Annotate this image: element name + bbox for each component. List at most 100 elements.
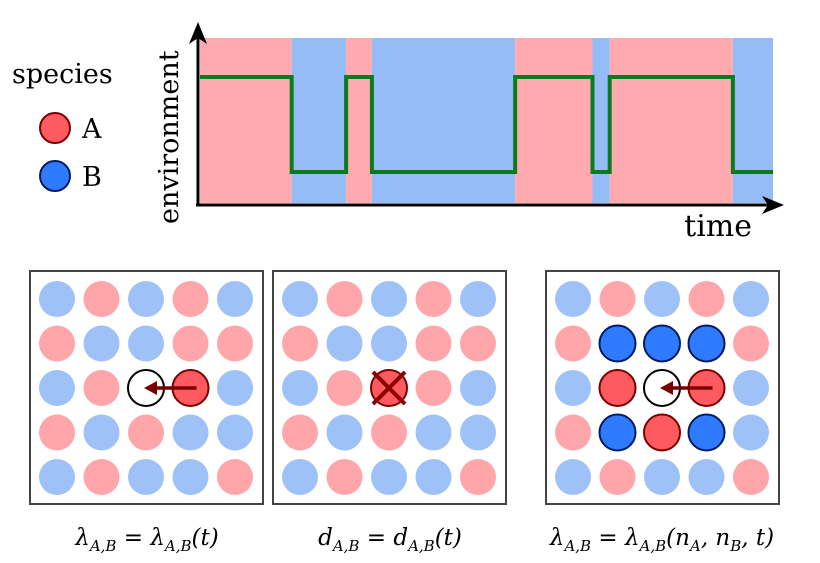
environment-band-a xyxy=(346,38,372,203)
site-b-faint xyxy=(282,281,318,317)
site-a-faint xyxy=(83,459,120,495)
site-b-faint xyxy=(217,414,253,451)
site-a-faint xyxy=(172,325,209,362)
site-a-faint xyxy=(460,325,496,362)
site-b-faint xyxy=(415,414,452,451)
site-b-faint xyxy=(217,281,253,317)
site-a-faint xyxy=(415,325,452,362)
legend-title: species xyxy=(12,59,113,90)
site-a-active xyxy=(643,413,681,452)
environment-trace xyxy=(200,75,773,174)
site-a-active xyxy=(598,369,637,407)
site-a-faint xyxy=(326,459,363,495)
site-b-faint xyxy=(326,414,363,451)
site-b-active xyxy=(598,324,637,363)
site-a-faint xyxy=(415,281,452,317)
site-a-faint xyxy=(83,281,120,317)
site-a-faint xyxy=(555,414,591,451)
site-b-faint xyxy=(282,459,318,495)
lattice-panel-3 xyxy=(545,270,780,505)
site-a-faint xyxy=(128,414,164,451)
panel-3-caption: λA,B = λA,B(nA, nB, t) xyxy=(549,525,774,555)
site-b-faint xyxy=(172,459,209,495)
site-a-faint xyxy=(217,325,253,362)
site-b-faint xyxy=(460,281,496,317)
site-a-faint xyxy=(460,459,496,495)
environment-band-a xyxy=(609,38,733,203)
site-b-faint xyxy=(733,281,769,317)
site-a-faint xyxy=(733,325,769,362)
site-b-faint xyxy=(83,414,120,451)
lattice-panel-2 xyxy=(272,270,507,505)
site-a-faint xyxy=(83,370,120,406)
site-b-faint xyxy=(644,281,680,317)
site-b-faint xyxy=(39,370,75,406)
death-cross-icon xyxy=(371,370,407,406)
x-axis-label: time xyxy=(684,209,752,244)
panel-1-caption: λA,B = λA,B(t) xyxy=(74,525,219,555)
site-b-faint xyxy=(555,281,591,317)
site-a-faint xyxy=(39,414,75,451)
site-b-faint xyxy=(555,370,591,406)
site-b-faint xyxy=(688,459,725,495)
site-a-faint xyxy=(172,281,209,317)
site-b-active xyxy=(687,413,726,452)
site-b-faint xyxy=(326,325,363,362)
legend-b-label: B xyxy=(82,162,102,193)
site-b-faint xyxy=(39,459,75,495)
site-a-faint xyxy=(415,370,452,406)
site-a-faint xyxy=(217,459,253,495)
site-b-faint xyxy=(644,459,680,495)
site-b-faint xyxy=(733,414,769,451)
legend-a-label: A xyxy=(81,114,102,145)
site-b-faint xyxy=(371,325,407,362)
site-a-faint xyxy=(371,414,407,451)
environment-band-a xyxy=(515,38,593,203)
site-b-faint xyxy=(128,459,164,495)
environment-band-b xyxy=(371,38,516,203)
environment-band-b xyxy=(732,38,773,203)
lattice-panel-1 xyxy=(29,270,264,505)
site-a-faint xyxy=(688,281,725,317)
environment-band-b xyxy=(592,38,610,203)
site-b-faint xyxy=(128,325,164,362)
y-axis-arrowhead xyxy=(189,22,207,44)
site-a-faint xyxy=(599,459,636,495)
site-b-faint xyxy=(733,370,769,406)
birth-arrowhead-icon xyxy=(660,381,673,395)
environment-chart: environment time xyxy=(154,22,784,244)
site-b-faint xyxy=(371,281,407,317)
site-a-faint xyxy=(555,325,591,362)
site-b-faint xyxy=(371,459,407,495)
site-b-active xyxy=(643,324,681,363)
site-a-faint xyxy=(39,325,75,362)
site-b-faint xyxy=(555,459,591,495)
site-b-faint xyxy=(282,370,318,406)
legend-b-marker xyxy=(39,160,71,192)
site-b-faint xyxy=(415,459,452,495)
panel-2-caption: dA,B = dA,B(t) xyxy=(318,525,462,555)
lattice-panels xyxy=(29,270,780,505)
site-b-faint xyxy=(39,281,75,317)
environment-band-a xyxy=(200,38,292,203)
birth-arrowhead-icon xyxy=(144,381,157,395)
species-legend: species A B xyxy=(12,59,113,193)
site-b-active xyxy=(687,324,726,363)
site-b-faint xyxy=(217,370,253,406)
x-axis-arrowhead xyxy=(762,196,784,214)
environment-band-b xyxy=(291,38,347,203)
site-a-faint xyxy=(599,281,636,317)
site-b-faint xyxy=(83,325,120,362)
site-b-faint xyxy=(460,414,496,451)
site-a-faint xyxy=(733,459,769,495)
site-b-faint xyxy=(128,281,164,317)
environment-bands xyxy=(200,38,773,203)
site-b-faint xyxy=(172,414,209,451)
legend-a-marker xyxy=(39,112,71,144)
site-a-faint xyxy=(326,370,363,406)
panel-captions: λA,B = λA,B(t) dA,B = dA,B(t) λA,B = λA,… xyxy=(74,525,774,555)
site-b-faint xyxy=(460,370,496,406)
site-b-active xyxy=(598,413,637,452)
y-axis-label: environment xyxy=(154,50,185,224)
